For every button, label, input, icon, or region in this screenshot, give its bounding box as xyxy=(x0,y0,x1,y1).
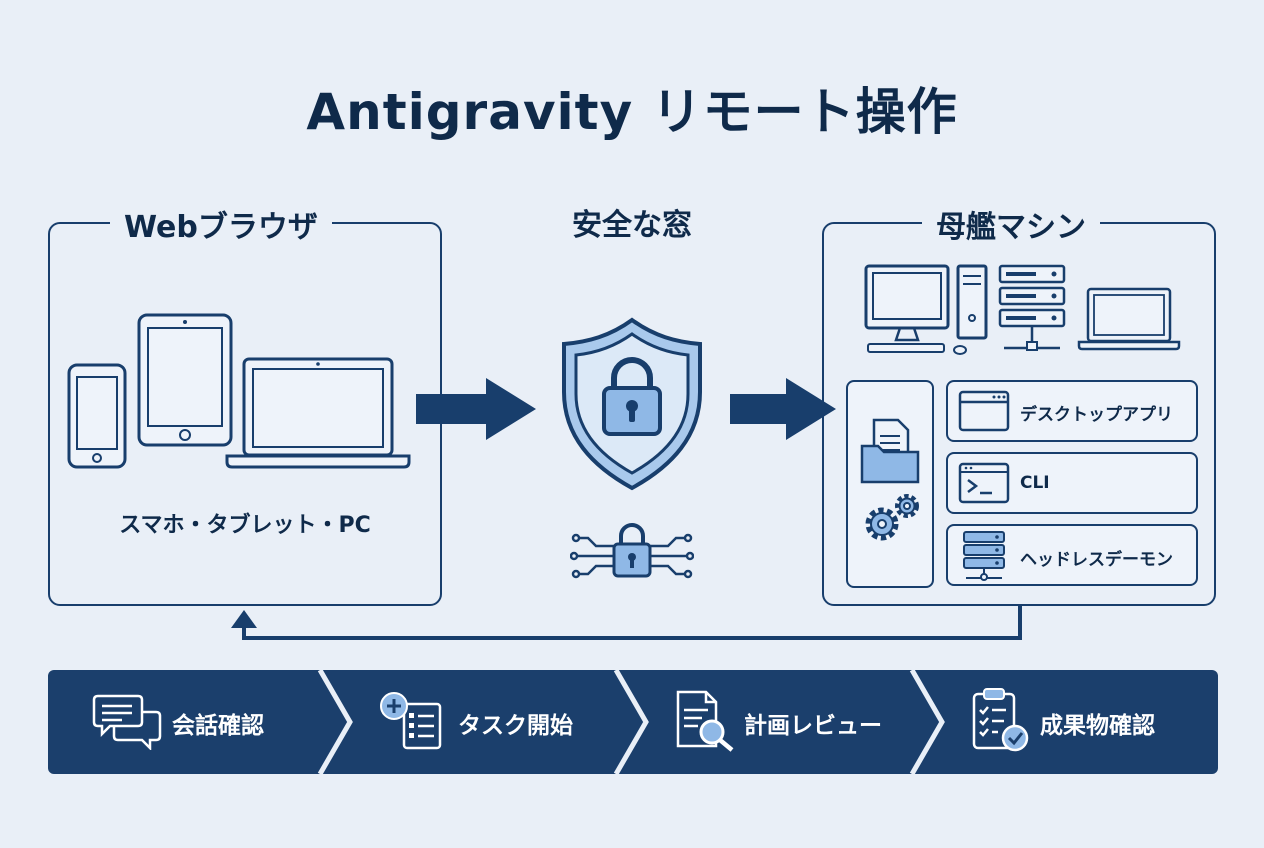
task-add-icon xyxy=(380,692,442,750)
mothership-panel-label: 母艦マシン xyxy=(922,202,1100,246)
document-search-icon xyxy=(676,690,734,752)
resources-box xyxy=(846,380,934,588)
step-deliverable-check-label: 成果物確認 xyxy=(1040,713,1155,739)
steps-banner xyxy=(48,670,1218,774)
step-conversation-label: 会話確認 xyxy=(172,713,264,739)
tablet-icon xyxy=(137,313,233,447)
folder-icon xyxy=(860,418,920,484)
circuit-lock-icon xyxy=(570,523,694,579)
devices-label: スマホ・タブレット・PC xyxy=(119,513,371,538)
arrow-right-icon xyxy=(416,378,536,440)
return-arrow-icon xyxy=(231,604,1022,640)
server-rack-icon xyxy=(998,264,1066,351)
step-task-start-label: タスク開始 xyxy=(458,713,573,739)
arrow-right-icon xyxy=(730,378,836,440)
desktop-pc-icon xyxy=(864,264,988,355)
clipboard-check-icon xyxy=(972,688,1029,752)
terminal-icon xyxy=(958,462,1010,504)
laptop-icon xyxy=(1077,287,1181,351)
secure-window-label: 安全な窓 xyxy=(572,208,692,243)
step-plan-review-label: 計画レビュー xyxy=(744,713,882,739)
app-window-icon xyxy=(958,390,1010,432)
chat-bubbles-icon xyxy=(92,694,162,750)
server-icon xyxy=(963,531,1005,581)
shield-lock-icon xyxy=(562,317,702,491)
page-title: Antigravity リモート操作 xyxy=(306,83,958,141)
item-desktop-app-label: デスクトップアプリ xyxy=(1020,405,1173,425)
laptop-icon xyxy=(225,357,411,469)
item-cli-label: CLI xyxy=(1020,473,1050,493)
item-headless-daemon-label: ヘッドレスデーモン xyxy=(1020,550,1173,570)
browser-panel-label: Webブラウザ xyxy=(110,202,332,246)
gears-icon xyxy=(865,494,919,541)
smartphone-icon xyxy=(67,363,127,469)
